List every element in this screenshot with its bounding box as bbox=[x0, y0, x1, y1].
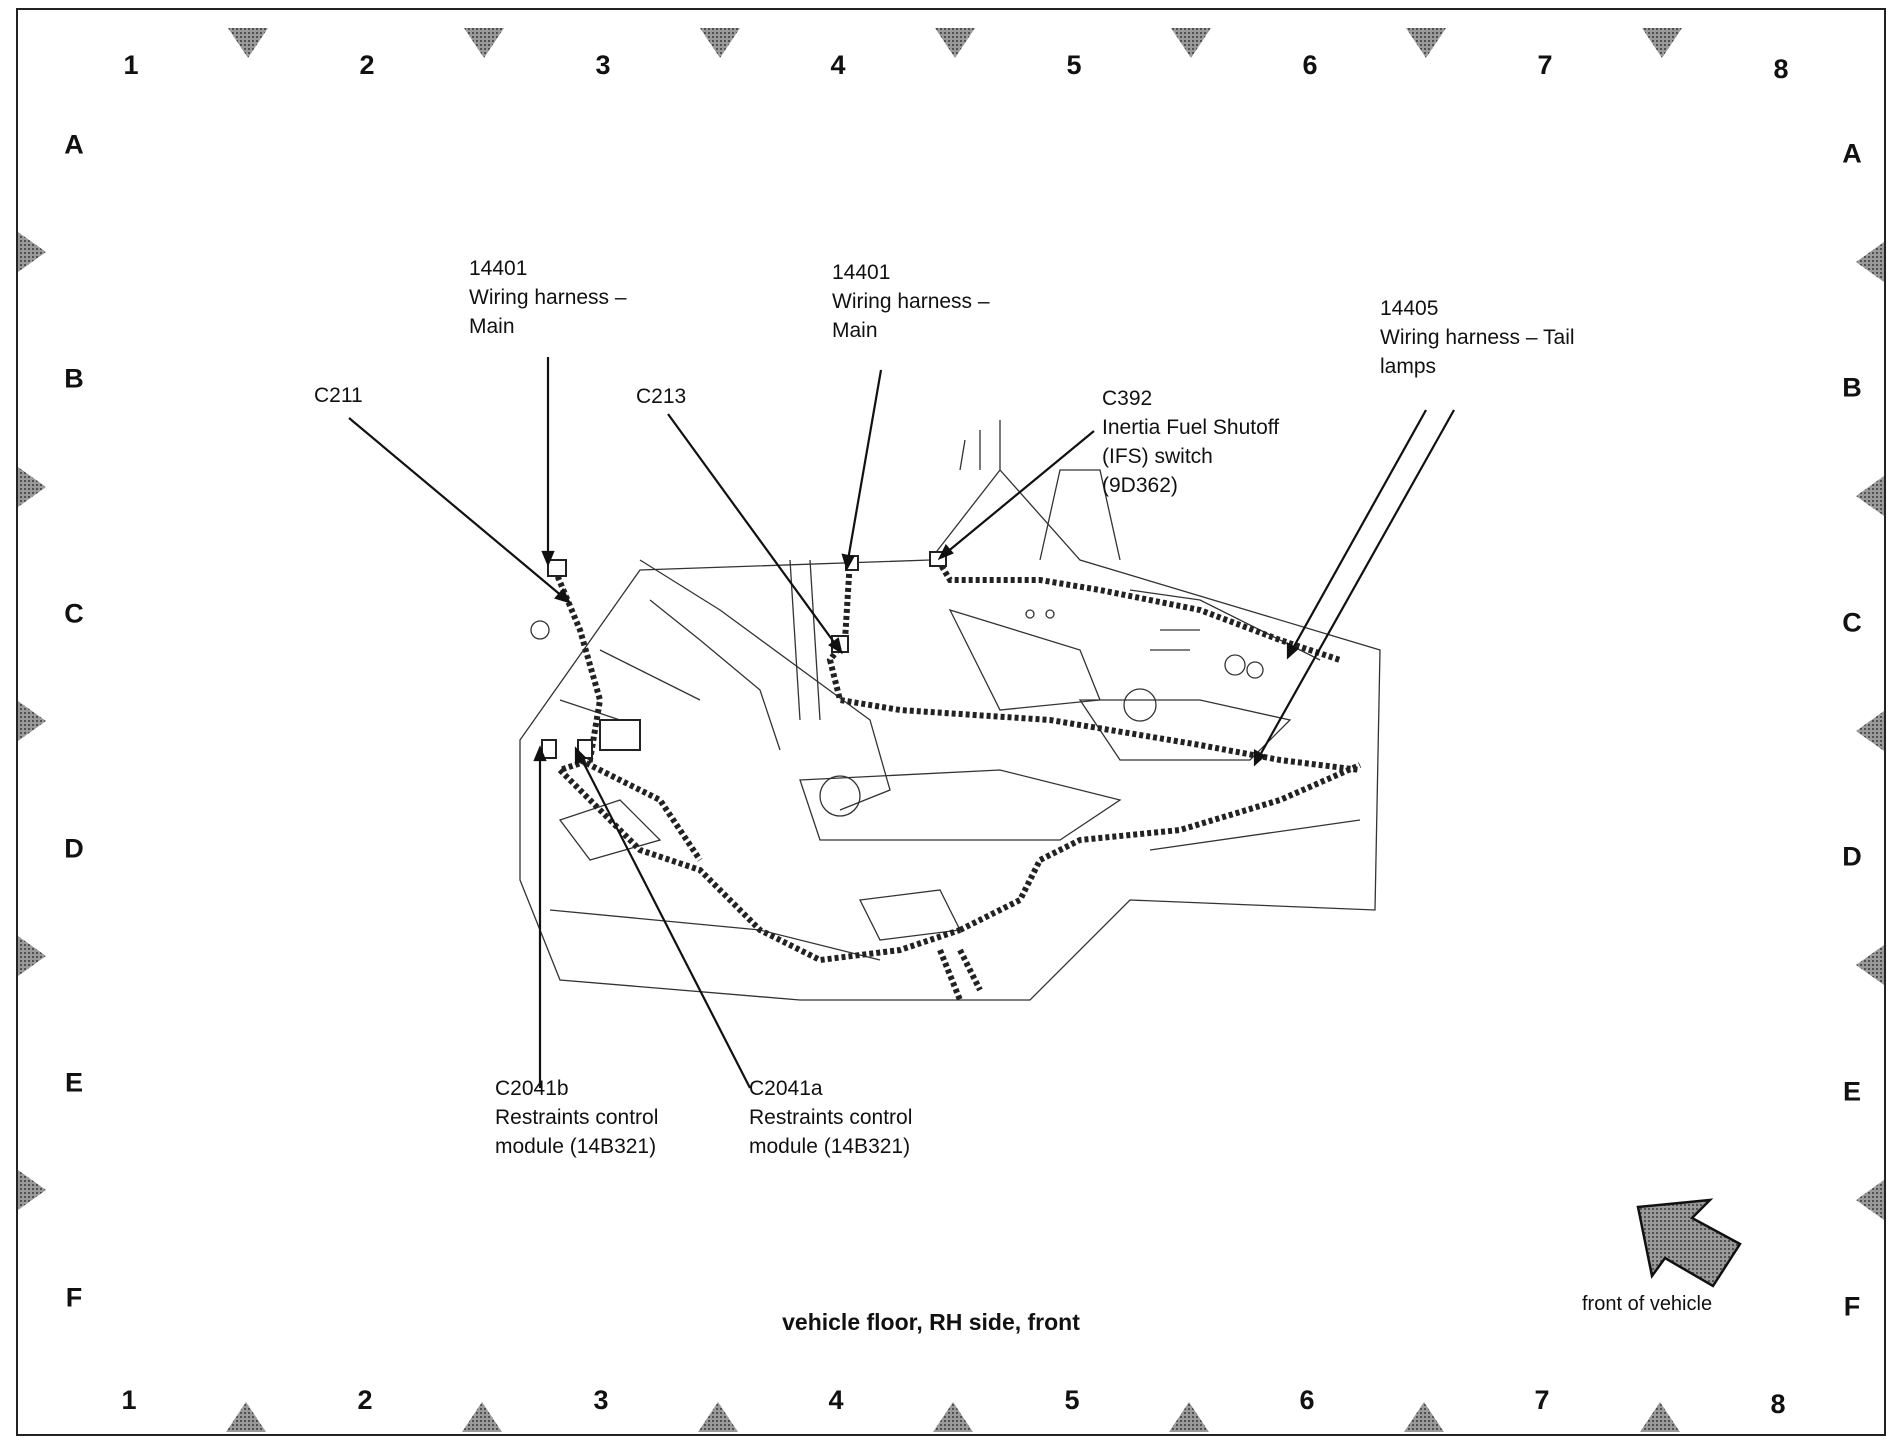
column-label: 6 bbox=[1299, 1385, 1315, 1415]
connector-shapes bbox=[541, 551, 947, 759]
row-label: B bbox=[64, 363, 84, 394]
callout-leader-lines bbox=[348, 357, 1455, 1089]
callout-c213: C213 bbox=[636, 382, 686, 411]
callout-description: Restraints control bbox=[749, 1106, 913, 1129]
column-label: 8 bbox=[1773, 54, 1789, 84]
callout-description: Main bbox=[469, 315, 515, 338]
callout-harness-main-right: 14401 Wiring harness – Main bbox=[832, 258, 990, 345]
row-label: A bbox=[1842, 138, 1862, 169]
callout-connector-id: C392 bbox=[1102, 387, 1153, 410]
callout-description: module (14B321) bbox=[495, 1135, 657, 1158]
column-label: 3 bbox=[593, 1385, 609, 1415]
column-label: 2 bbox=[359, 50, 375, 80]
wiring-harness-routing bbox=[552, 558, 1362, 1002]
callout-number: 14405 bbox=[1380, 297, 1439, 320]
column-label: 3 bbox=[595, 50, 611, 80]
grid-tick-marks-left bbox=[18, 232, 46, 1210]
callout-c2041a: C2041a Restraints control module (14B321… bbox=[749, 1074, 912, 1161]
callout-number: 14401 bbox=[832, 261, 891, 284]
callout-connector-id: C213 bbox=[636, 385, 687, 408]
vehicle-floor-illustration bbox=[519, 420, 1381, 1001]
column-label: 1 bbox=[123, 50, 139, 80]
callout-c2041b: C2041b Restraints control module (14B321… bbox=[495, 1074, 658, 1161]
column-label: 7 bbox=[1534, 1385, 1550, 1415]
callout-description: Restraints control bbox=[495, 1106, 659, 1129]
row-label: B bbox=[1842, 372, 1862, 403]
row-label: C bbox=[64, 598, 84, 629]
row-label: E bbox=[1842, 1076, 1861, 1107]
callout-connector-id: C211 bbox=[314, 384, 363, 407]
grid-tick-marks-bottom bbox=[226, 1402, 1680, 1432]
diagram-frame bbox=[16, 8, 1886, 1436]
grid-tick-marks-top bbox=[228, 28, 1682, 58]
callout-description: (IFS) switch bbox=[1102, 445, 1213, 468]
diagram-caption: vehicle floor, RH side, front bbox=[782, 1309, 1080, 1335]
row-label: A bbox=[64, 129, 84, 160]
column-label: 2 bbox=[357, 1385, 373, 1415]
grid-tick-marks-right bbox=[1856, 242, 1884, 1220]
row-label: E bbox=[64, 1067, 83, 1098]
callout-description: module (14B321) bbox=[749, 1135, 911, 1158]
column-label: 5 bbox=[1066, 50, 1082, 80]
callout-description: Inertia Fuel Shutoff bbox=[1102, 416, 1280, 439]
callout-description: Wiring harness – bbox=[832, 290, 990, 313]
row-label: C bbox=[1842, 607, 1862, 638]
front-of-vehicle-label: front of vehicle bbox=[1582, 1293, 1713, 1315]
row-label: F bbox=[1843, 1291, 1861, 1322]
column-label: 4 bbox=[830, 50, 846, 80]
column-label: 1 bbox=[121, 1385, 137, 1415]
callout-description: Wiring harness – bbox=[469, 286, 627, 309]
callout-description: (9D362) bbox=[1102, 474, 1178, 497]
column-label: 6 bbox=[1302, 50, 1318, 80]
row-label: D bbox=[1842, 841, 1862, 872]
callout-number: 14401 bbox=[469, 257, 528, 280]
callout-description: Wiring harness – Tail bbox=[1380, 326, 1575, 349]
callout-c211: C211 bbox=[314, 381, 363, 410]
callout-connector-id: C2041b bbox=[495, 1077, 569, 1100]
column-label: 4 bbox=[828, 1385, 844, 1415]
column-label: 7 bbox=[1537, 50, 1553, 80]
row-label: F bbox=[65, 1282, 83, 1313]
callout-c392: C392 Inertia Fuel Shutoff (IFS) switch (… bbox=[1102, 384, 1279, 500]
column-label: 5 bbox=[1064, 1385, 1080, 1415]
front-arrow-icon bbox=[1636, 1198, 1742, 1288]
column-label: 8 bbox=[1770, 1389, 1786, 1419]
row-label: D bbox=[64, 833, 84, 864]
callout-description: Main bbox=[832, 319, 878, 342]
callout-harness-tail-lamps: 14405 Wiring harness – Tail lamps bbox=[1380, 294, 1575, 381]
callout-harness-main-left: 14401 Wiring harness – Main bbox=[469, 254, 627, 341]
callout-connector-id: C2041a bbox=[749, 1077, 823, 1100]
callout-description: lamps bbox=[1380, 355, 1437, 378]
